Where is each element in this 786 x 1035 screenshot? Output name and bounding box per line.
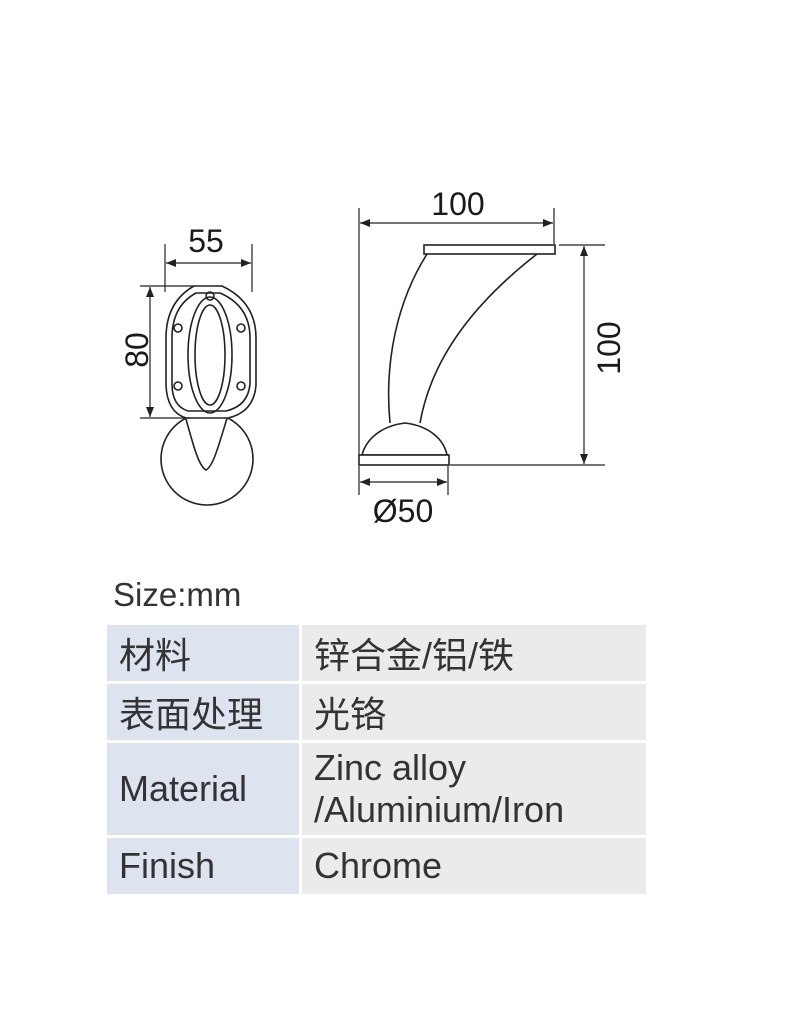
- finish-en-value: Chrome: [299, 835, 649, 897]
- side-leg-outer: [387, 253, 428, 424]
- size-unit-note: Size:mm: [113, 576, 242, 613]
- technical-drawing: 55 80 100 100 Ø50: [119, 186, 627, 529]
- finish-cn-value: 光铬: [299, 681, 649, 743]
- spec-table: 材料 锌合金/铝/铁 表面处理 光铬 Material Zinc alloy /…: [104, 622, 649, 897]
- side-view: [358, 244, 556, 466]
- finish-cn-label: 表面处理: [104, 681, 302, 743]
- front-stem: [183, 411, 230, 471]
- screw-hole: [173, 381, 183, 391]
- front-slot-outer: [187, 296, 233, 414]
- base-diameter-label: Ø50: [373, 493, 433, 529]
- table-row: Finish Chrome: [104, 835, 649, 897]
- front-height-label: 80: [119, 332, 155, 368]
- side-top-width-label: 100: [431, 186, 484, 222]
- front-dimensions: [140, 244, 253, 419]
- front-view: [160, 285, 257, 506]
- material-cn-value: 锌合金/铝/铁: [299, 622, 649, 684]
- table-row: Material Zinc alloy /Aluminium/Iron: [104, 740, 649, 838]
- screw-hole: [173, 323, 183, 333]
- table-row: 材料 锌合金/铝/铁: [104, 622, 649, 684]
- front-plate: [165, 285, 257, 419]
- material-en-value-line1: Zinc alloy: [314, 747, 467, 788]
- front-width-label: 55: [188, 223, 224, 259]
- front-plate-inner: [171, 292, 251, 412]
- screw-hole: [205, 291, 215, 301]
- table-row: 表面处理 光铬: [104, 681, 649, 743]
- finish-en-label: Finish: [104, 835, 302, 897]
- side-base-plate: [358, 454, 450, 466]
- side-leg-inner: [419, 253, 538, 424]
- side-dome: [360, 422, 448, 456]
- material-cn-label: 材料: [104, 622, 302, 684]
- screw-hole: [236, 381, 246, 391]
- side-dimensions: [358, 208, 605, 495]
- material-en-label: Material: [104, 740, 302, 838]
- screw-hole: [236, 323, 246, 333]
- side-height-label: 100: [591, 321, 627, 374]
- side-top-plate: [423, 244, 556, 255]
- front-slot-inner: [194, 304, 226, 406]
- material-en-value: Zinc alloy /Aluminium/Iron: [299, 740, 649, 838]
- material-en-value-line2: /Aluminium/Iron: [314, 789, 565, 830]
